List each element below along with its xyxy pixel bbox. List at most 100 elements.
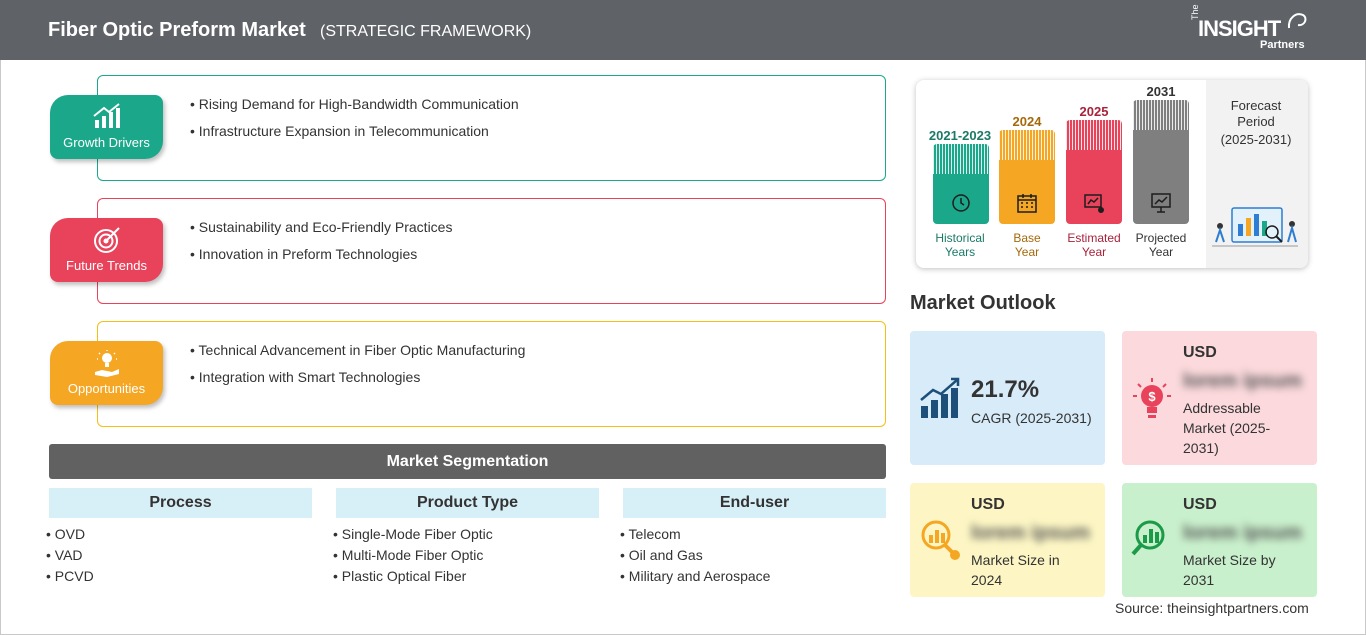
segment-header-product-type: Product Type <box>336 488 599 518</box>
logo-insight: INSIGHT <box>1198 16 1281 41</box>
magnifier-coins-icon <box>921 520 960 560</box>
list-item: Multi-Mode Fiber Optic <box>333 547 493 563</box>
segment-header-process: Process <box>49 488 312 518</box>
market-segmentation-header: Market Segmentation <box>49 444 886 479</box>
target-icon <box>94 227 120 253</box>
bar-stripes <box>933 144 989 174</box>
year-projected: 2031 <box>1146 84 1176 99</box>
process-list: OVD VAD PCVD <box>46 526 94 589</box>
label-line: Market (2025- <box>1183 420 1271 436</box>
future-trends-badge: Future Trends <box>50 218 163 282</box>
label-line: 2031 <box>1183 572 1215 588</box>
list-item: Plastic Optical Fiber <box>333 568 493 584</box>
list-item: Telecom <box>620 526 770 542</box>
growth-drivers-label: Growth Drivers <box>63 135 150 150</box>
end-user-list: Telecom Oil and Gas Military and Aerospa… <box>620 526 771 589</box>
logo-partners: Partners <box>1260 39 1305 51</box>
forecast-line: Period <box>1237 114 1275 129</box>
list-item: Rising Demand for High-Bandwidth Communi… <box>190 96 519 112</box>
cagr-card: 21.7% CAGR (2025-2031) <box>910 331 1105 465</box>
cagr-value: 21.7% <box>971 376 1040 403</box>
source-link[interactable]: Source: theinsightpartners.com <box>1115 600 1309 616</box>
list-item: Sustainability and Eco-Friendly Practice… <box>190 219 453 235</box>
addressable-label: Addressable Market (2025- 2031) <box>1183 398 1270 458</box>
opportunities-card: Technical Advancement in Fiber Optic Man… <box>97 321 886 427</box>
year-base: 2024 <box>1012 114 1042 129</box>
segment-header-end-user: End-user <box>623 488 886 518</box>
size-2031-usd: USD <box>1183 496 1217 513</box>
logo-swirl-icon <box>1287 13 1307 29</box>
label-line: Base <box>1013 231 1041 245</box>
growth-drivers-list: Rising Demand for High-Bandwidth Communi… <box>190 96 519 150</box>
label-projected: Projected Year <box>1126 231 1196 259</box>
bar-estimated <box>1066 120 1122 224</box>
size-2024-value: lorem ipsum <box>971 522 1090 544</box>
label-line: Historical <box>935 231 985 245</box>
label-estimated: Estimated Year <box>1059 231 1129 259</box>
size-2031-label: Market Size by 2031 <box>1183 550 1276 590</box>
future-trends-list: Sustainability and Eco-Friendly Practice… <box>190 219 453 273</box>
label-line: 2031) <box>1183 440 1219 456</box>
future-trends-card: Sustainability and Eco-Friendly Practice… <box>97 198 886 304</box>
year-estimated: 2025 <box>1079 104 1109 119</box>
opportunities-label: Opportunities <box>67 381 146 396</box>
header-bar: Fiber Optic Preform Market (STRATEGIC FR… <box>0 0 1366 60</box>
market-outlook-title: Market Outlook <box>910 292 1056 314</box>
list-item: Oil and Gas <box>620 547 770 563</box>
list-item: Military and Aerospace <box>620 568 771 584</box>
future-trends-label: Future Trends <box>66 258 147 273</box>
list-item: VAD <box>46 547 94 563</box>
size-2031-value: lorem ipsum <box>1183 522 1302 544</box>
label-line: 2024 <box>971 572 1003 588</box>
cagr-label: CAGR (2025-2031) <box>971 410 1092 426</box>
label-historical: Historical Years <box>925 231 995 259</box>
calendar-icon <box>1017 194 1037 213</box>
label-line: Year <box>1081 245 1107 259</box>
label-base: Base Year <box>992 231 1062 259</box>
list-item: Infrastructure Expansion in Telecommunic… <box>190 123 519 139</box>
growth-drivers-card: Rising Demand for High-Bandwidth Communi… <box>97 75 886 181</box>
market-size-2031-card: USD lorem ipsum Market Size by 2031 <box>1122 483 1317 597</box>
size-2024-usd: USD <box>971 496 1005 513</box>
list-item: Technical Advancement in Fiber Optic Man… <box>190 342 526 358</box>
label-line: Years <box>944 245 976 259</box>
label-line: Market Size in <box>971 552 1060 568</box>
analyst-illustration-icon <box>1212 207 1298 247</box>
label-line: Estimated <box>1067 231 1121 245</box>
list-item: OVD <box>46 526 94 542</box>
growth-bars-icon <box>920 377 960 418</box>
opportunities-badge: Opportunities <box>50 341 163 405</box>
page-title: Fiber Optic Preform Market <box>48 19 306 41</box>
year-historical: 2021-2023 <box>928 128 992 143</box>
addressable-usd: USD <box>1183 344 1217 361</box>
label-line: Market Size by <box>1183 552 1276 568</box>
market-size-2024-card: USD lorem ipsum Market Size in 2024 <box>910 483 1105 597</box>
addressable-market-card: $ USD lorem ipsum Addressable Market (20… <box>1122 331 1317 465</box>
svg-text:$: $ <box>1148 389 1156 404</box>
opportunities-list: Technical Advancement in Fiber Optic Man… <box>190 342 526 396</box>
forecast-line: (2025-2031) <box>1220 132 1292 147</box>
list-item: Innovation in Preform Technologies <box>190 246 452 262</box>
presentation-board-icon <box>1151 193 1171 213</box>
estimate-chart-icon <box>1084 194 1104 213</box>
bar-stripes <box>1133 100 1189 130</box>
magnifier-chart-icon <box>1131 520 1165 556</box>
bar-projected <box>1133 100 1189 224</box>
list-item: PCVD <box>46 568 94 584</box>
bar-historical <box>933 144 989 224</box>
forecast-line: Forecast <box>1230 98 1282 113</box>
size-2024-label: Market Size in 2024 <box>971 550 1060 590</box>
product-type-list: Single-Mode Fiber Optic Multi-Mode Fiber… <box>333 526 493 589</box>
page-subtitle: (STRATEGIC FRAMEWORK) <box>320 23 532 40</box>
growth-drivers-badge: Growth Drivers <box>50 95 163 159</box>
addressable-value: lorem ipsum <box>1183 370 1302 392</box>
bar-base <box>999 130 1055 224</box>
lightbulb-dollar-icon: $ <box>1133 378 1171 418</box>
insight-partners-logo[interactable]: The INSIGHT Partners <box>1190 4 1310 52</box>
bar-stripes <box>999 130 1055 160</box>
history-clock-icon <box>952 194 970 212</box>
label-line: Year <box>1014 245 1040 259</box>
label-line: Year <box>1148 245 1174 259</box>
label-line: Projected <box>1135 231 1187 245</box>
forecast-period-label: Forecast Period (2025-2031) <box>1210 98 1302 148</box>
